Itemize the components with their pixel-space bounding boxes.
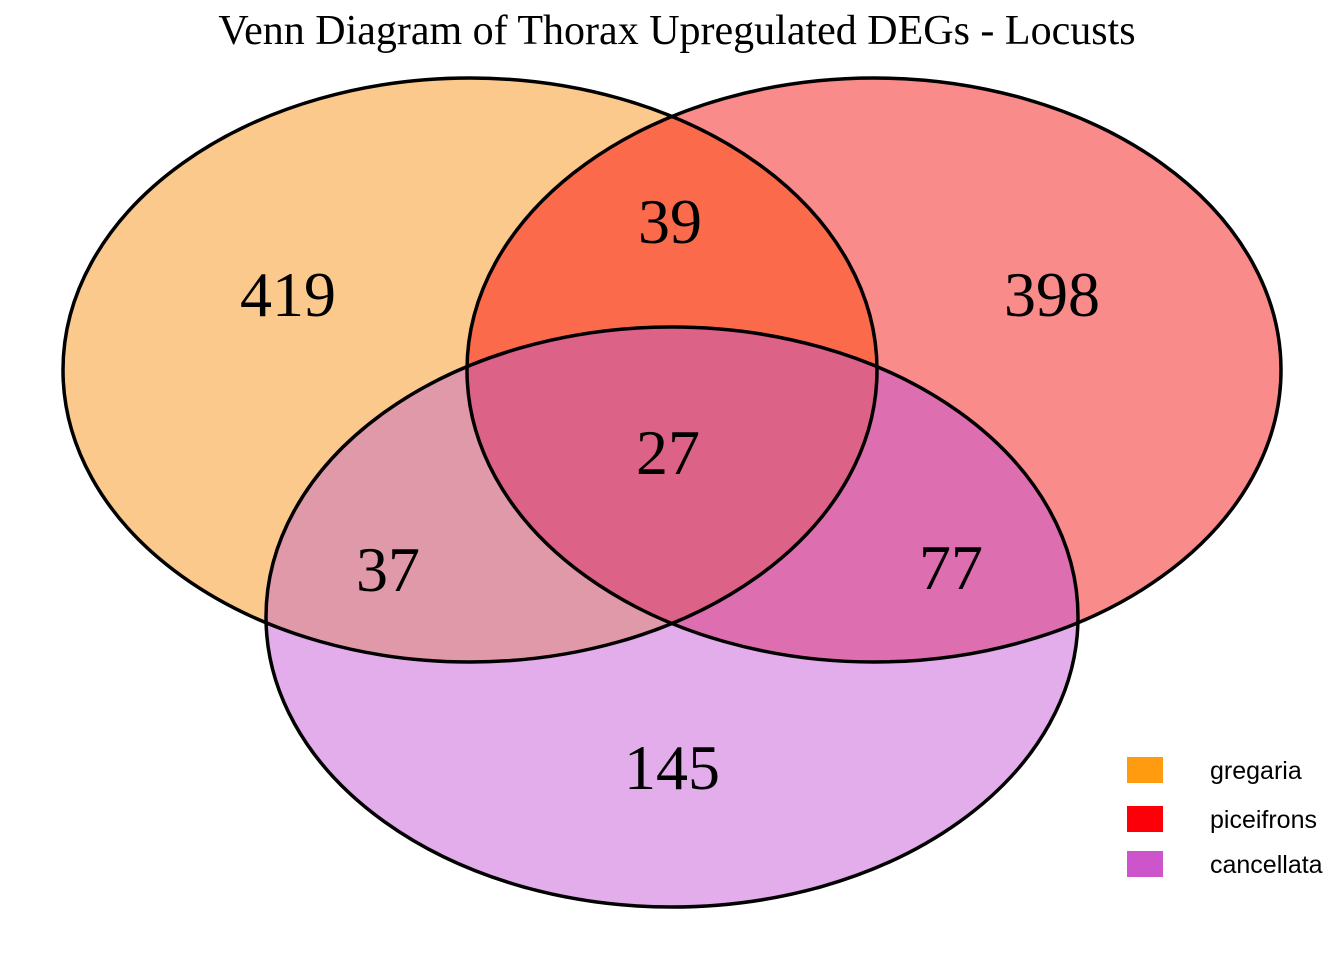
piceifrons-legend-label: piceifrons: [1210, 806, 1317, 834]
piceifrons-cancellata-count: 77: [919, 532, 983, 603]
cancellata-legend-label: cancellata: [1210, 851, 1323, 879]
gregaria-legend-swatch: [1127, 757, 1163, 783]
piceifrons-legend-swatch: [1127, 806, 1163, 832]
gregaria-cancellata-count: 37: [356, 534, 420, 605]
all-three-count: 27: [636, 417, 700, 488]
cancellata-only-count: 145: [624, 732, 720, 803]
legend: gregaria piceifrons cancellata: [1127, 757, 1323, 879]
piceifrons-only-count: 398: [1004, 259, 1100, 330]
gregaria-circle-outline: [61, 76, 879, 664]
gregaria-piceifrons-count: 39: [638, 186, 702, 257]
chart-title: Venn Diagram of Thorax Upregulated DEGs …: [218, 8, 1135, 54]
cancellata-circle-outline: [264, 325, 1080, 909]
gregaria-only-count: 419: [240, 259, 336, 330]
gregaria-legend-label: gregaria: [1210, 757, 1302, 785]
cancellata-legend-swatch: [1127, 851, 1163, 877]
piceifrons-circle-outline: [465, 76, 1283, 664]
